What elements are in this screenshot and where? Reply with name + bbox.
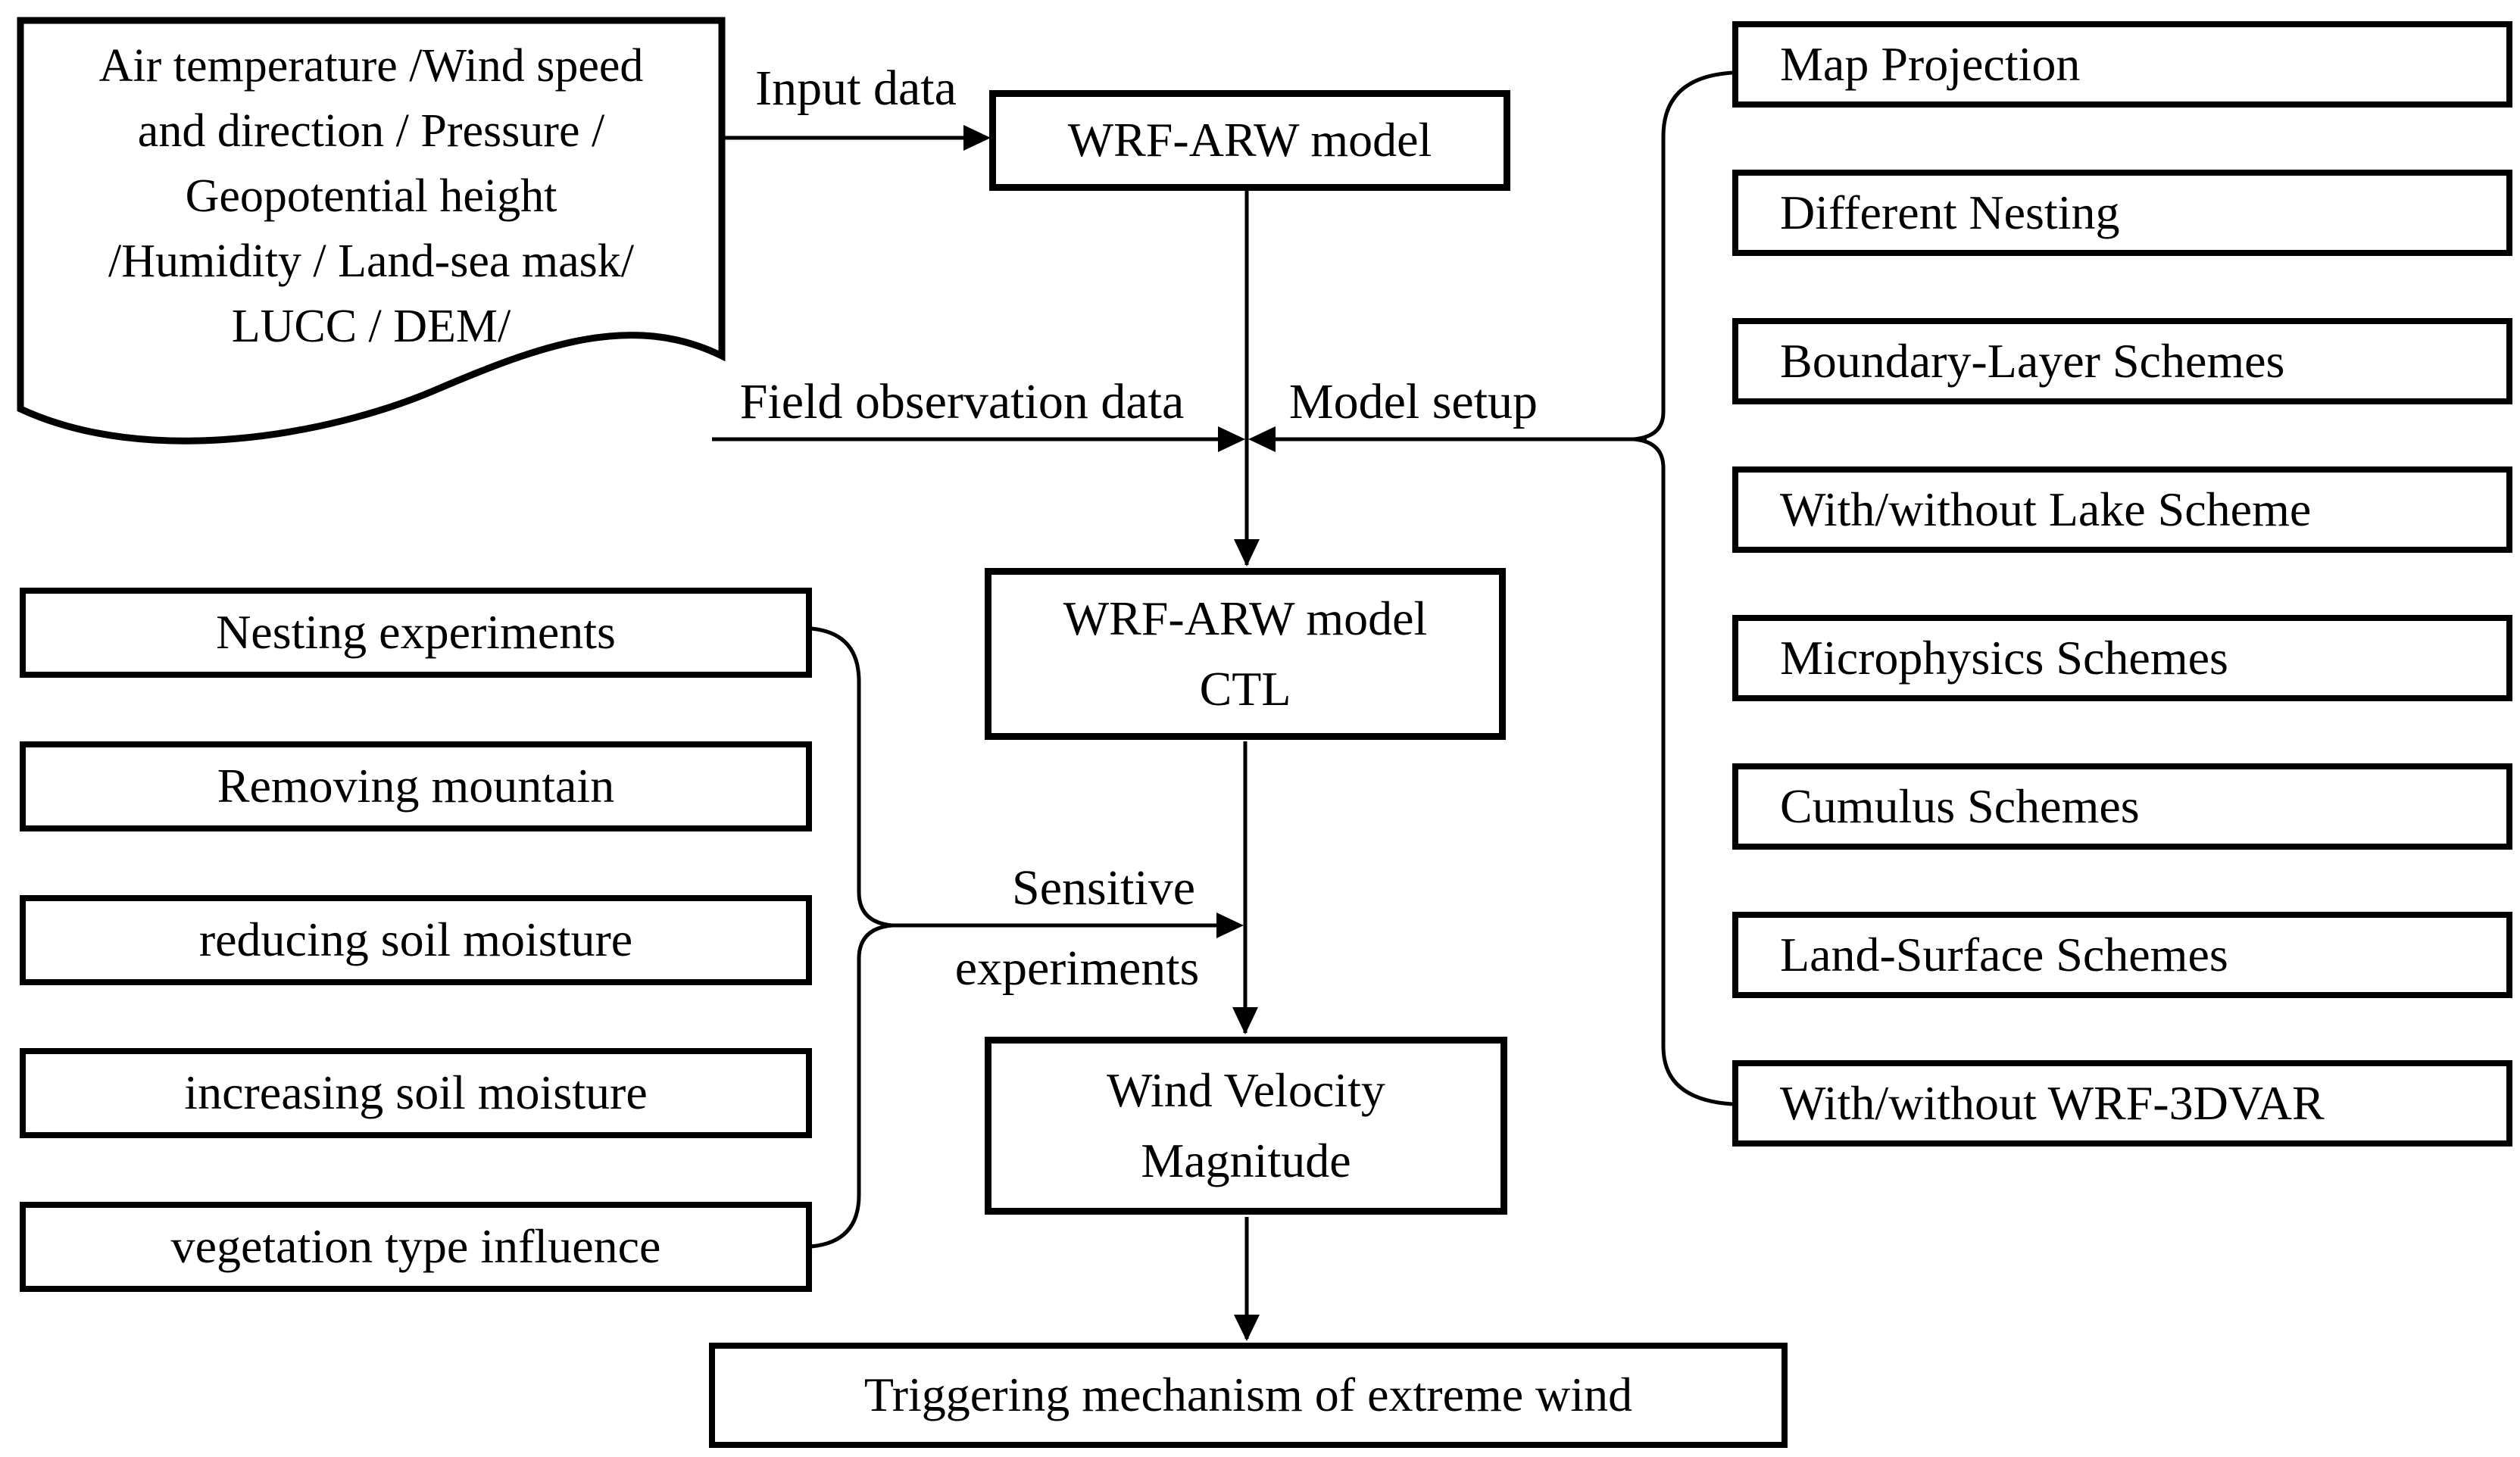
wrf-ctl-box: WRF-ARW model CTL xyxy=(985,568,1506,740)
setup-option-label-map-projection: Map Projection xyxy=(1780,36,2081,91)
sensitivity-label-vegetation: vegetation type influence xyxy=(170,1219,661,1274)
input-data-arrowhead xyxy=(963,125,991,151)
wind-velocity-box: Wind Velocity Magnitude xyxy=(985,1037,1507,1215)
sensitivity-box-removing-mountain: Removing mountain xyxy=(20,741,812,831)
wrf-ctl-label-line2: CTL xyxy=(1199,661,1291,716)
triggering-mechanism-box: Triggering mechanism of extreme wind xyxy=(709,1343,1788,1448)
ctl-to-wind-arrowhead xyxy=(1232,1007,1258,1034)
setup-option-label-land-surface: Land-Surface Schemes xyxy=(1780,927,2228,981)
document-line-4: /Humidity / Land-sea mask/ xyxy=(108,236,634,287)
setup-option-label-wrf-3dvar: With/without WRF-3DVAR xyxy=(1780,1075,2325,1130)
sensitivity-box-increasing-soil: increasing soil moisture xyxy=(20,1048,812,1138)
document-line-5: LUCC / DEM/ xyxy=(231,301,511,352)
model-setup-label: Model setup xyxy=(1288,374,1538,429)
sensitivity-box-vegetation: vegetation type influence xyxy=(20,1202,812,1292)
input-data-label: Input data xyxy=(755,61,957,116)
setup-option-label-boundary-layer: Boundary-Layer Schemes xyxy=(1780,333,2285,388)
sensitive-label-line2: experiments xyxy=(954,941,1200,996)
wind-velocity-label-line1: Wind Velocity xyxy=(1107,1062,1385,1117)
input-data-document: Air temperature /Wind speed and directio… xyxy=(45,33,697,359)
sensitive-arrowhead xyxy=(1216,913,1244,938)
setup-option-box-cumulus: Cumulus Schemes xyxy=(1732,763,2512,850)
document-shape xyxy=(17,17,726,445)
setup-option-box-lake-scheme: With/without Lake Scheme xyxy=(1732,466,2512,553)
sensitivity-label-increasing-soil: increasing soil moisture xyxy=(184,1065,648,1120)
sensitivity-box-reducing-soil: reducing soil moisture xyxy=(20,895,812,985)
document-line-1: Air temperature /Wind speed xyxy=(98,40,644,92)
document-line-2: and direction / Pressure / xyxy=(137,105,605,157)
model-to-ctl-arrowhead xyxy=(1234,539,1260,566)
sensitivity-label-removing-mountain: Removing mountain xyxy=(217,759,615,813)
setup-option-label-cumulus: Cumulus Schemes xyxy=(1780,778,2140,833)
setup-option-box-boundary-layer: Boundary-Layer Schemes xyxy=(1732,318,2512,404)
sensitive-label-line1: Sensitive xyxy=(1012,860,1195,916)
setup-option-box-land-surface: Land-Surface Schemes xyxy=(1732,912,2512,998)
model-setup-arrowhead xyxy=(1248,426,1276,452)
document-line-3: Geopotential height xyxy=(185,170,557,222)
sensitivity-box-nesting: Nesting experiments xyxy=(20,588,812,678)
wind-to-trigger-arrowhead xyxy=(1234,1315,1260,1341)
wrf-ctl-label-line1: WRF-ARW model xyxy=(1063,591,1428,645)
setup-option-box-wrf-3dvar: With/without WRF-3DVAR xyxy=(1732,1060,2512,1147)
sensitivity-label-nesting: Nesting experiments xyxy=(216,605,616,660)
wrf-model-label: WRF-ARW model xyxy=(1067,113,1432,167)
triggering-mechanism-label: Triggering mechanism of extreme wind xyxy=(863,1368,1633,1422)
wrf-model-box: WRF-ARW model xyxy=(989,90,1510,191)
setup-option-label-microphysics: Microphysics Schemes xyxy=(1780,630,2228,685)
field-observation-label: Field observation data xyxy=(739,374,1185,429)
model-setup-bracket xyxy=(1632,70,1733,1106)
setup-option-box-map-projection: Map Projection xyxy=(1732,21,2512,108)
sensitivity-bracket xyxy=(810,626,893,1249)
field-observation-arrowhead xyxy=(1218,426,1245,452)
setup-option-label-lake-scheme: With/without Lake Scheme xyxy=(1780,482,2312,536)
sensitivity-label-reducing-soil: reducing soil moisture xyxy=(198,913,633,967)
wind-velocity-label-line2: Magnitude xyxy=(1141,1133,1351,1187)
setup-option-label-different-nesting: Different Nesting xyxy=(1780,185,2120,239)
setup-option-box-different-nesting: Different Nesting xyxy=(1732,170,2512,256)
setup-option-box-microphysics: Microphysics Schemes xyxy=(1732,615,2512,701)
